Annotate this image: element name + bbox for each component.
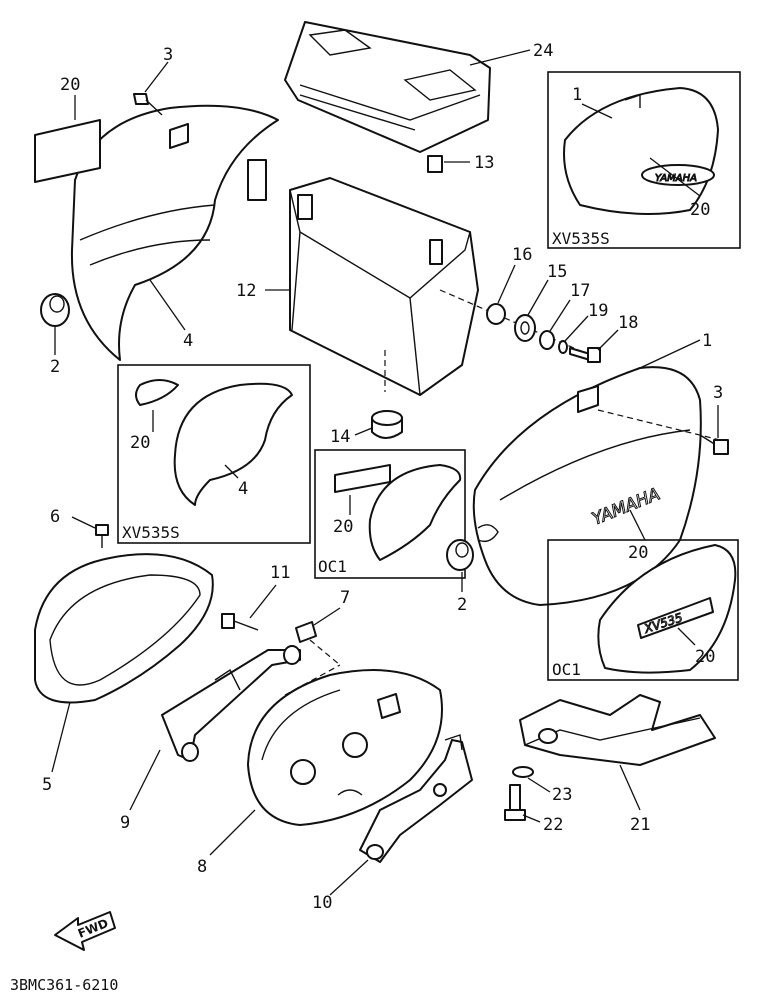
variant-box-oc1-right [547,539,739,681]
callout-1-top: 1 [572,85,582,105]
part-10-bracket [359,734,473,863]
callout-11: 11 [270,563,290,583]
variant-box-oc1-center [314,449,466,579]
drawing-code: 3BMC361-6210 [10,976,118,994]
variant-box-xv535s-top [547,71,741,249]
part-16-collar [486,303,506,325]
callout-8: 8 [197,857,207,877]
callout-15: 15 [547,262,567,282]
fwd-arrow-icon: FWD [54,911,116,951]
variant-label-xv535s-top: XV535S [552,229,610,248]
variant-box-xv535s-left [117,364,311,544]
part-7-clip [295,621,317,643]
callout-20-oc1-center: 20 [333,517,353,537]
callout-2-left: 2 [50,357,60,377]
part-21-bracket [519,694,716,766]
part-24-battery-cover [284,21,491,153]
part-8-tool-case-cover [247,669,443,826]
callout-14: 14 [330,427,350,447]
part-11-bolt [221,613,259,631]
variant-label-oc1-right: OC1 [552,660,581,679]
part-2-damper-left [40,293,70,327]
callout-20-left: 20 [60,75,80,95]
part-15-grommet [514,314,536,342]
callout-6: 6 [50,507,60,527]
part-3-bolt-left [133,93,163,116]
callout-20-top: 20 [690,200,710,220]
callout-19: 19 [588,301,608,321]
part-1-side-cover-xv535s: YAMAHA [563,87,719,215]
part-9-bracket [161,645,301,762]
callout-9: 9 [120,813,130,833]
part-23-washer [512,766,534,778]
callout-16: 16 [512,245,532,265]
callout-17: 17 [570,281,590,301]
callout-10: 10 [312,893,332,913]
callout-23: 23 [552,785,572,805]
part-4-cover-oc1 [334,464,462,561]
callout-20-xv-left: 20 [130,433,150,453]
callout-1-right: 1 [702,331,712,351]
part-1-right-side-cover: YAMAHA [472,366,702,606]
callout-18: 18 [618,313,638,333]
callout-3-left: 3 [163,45,173,65]
part-1-cover-oc1: XV535 [597,544,737,674]
callout-3-right: 3 [713,383,723,403]
callout-4-xv: 4 [238,479,248,499]
variant-label-oc1-center: OC1 [318,557,347,576]
part-6-screw [95,524,109,548]
callout-7: 7 [340,588,350,608]
part-3-bolt-right [699,434,729,455]
part-2-damper-right [446,539,474,571]
part-20-label-strip [34,119,101,183]
part-13-clip [427,155,443,173]
callout-20-oc1-right: 20 [695,647,715,667]
callout-20-main: 20 [628,543,648,563]
part-12-battery-box [289,177,479,396]
part-19-washer [558,340,568,354]
callout-13: 13 [474,153,494,173]
callout-5: 5 [42,775,52,795]
callout-12: 12 [236,281,256,301]
callout-4-main: 4 [183,331,193,351]
callout-24: 24 [533,41,553,61]
part-17-washer [539,330,555,350]
part-4-left-cover [70,104,279,361]
part-4-left-cover-xv535s [135,379,293,506]
callout-2-right: 2 [457,595,467,615]
part-14-damper [371,410,403,439]
part-22-bolt [504,784,526,821]
callout-22: 22 [543,815,563,835]
variant-label-xv535s-left: XV535S [122,523,180,542]
callout-21: 21 [630,815,650,835]
part-5-cover [34,553,214,704]
part-18-bolt [569,347,601,363]
